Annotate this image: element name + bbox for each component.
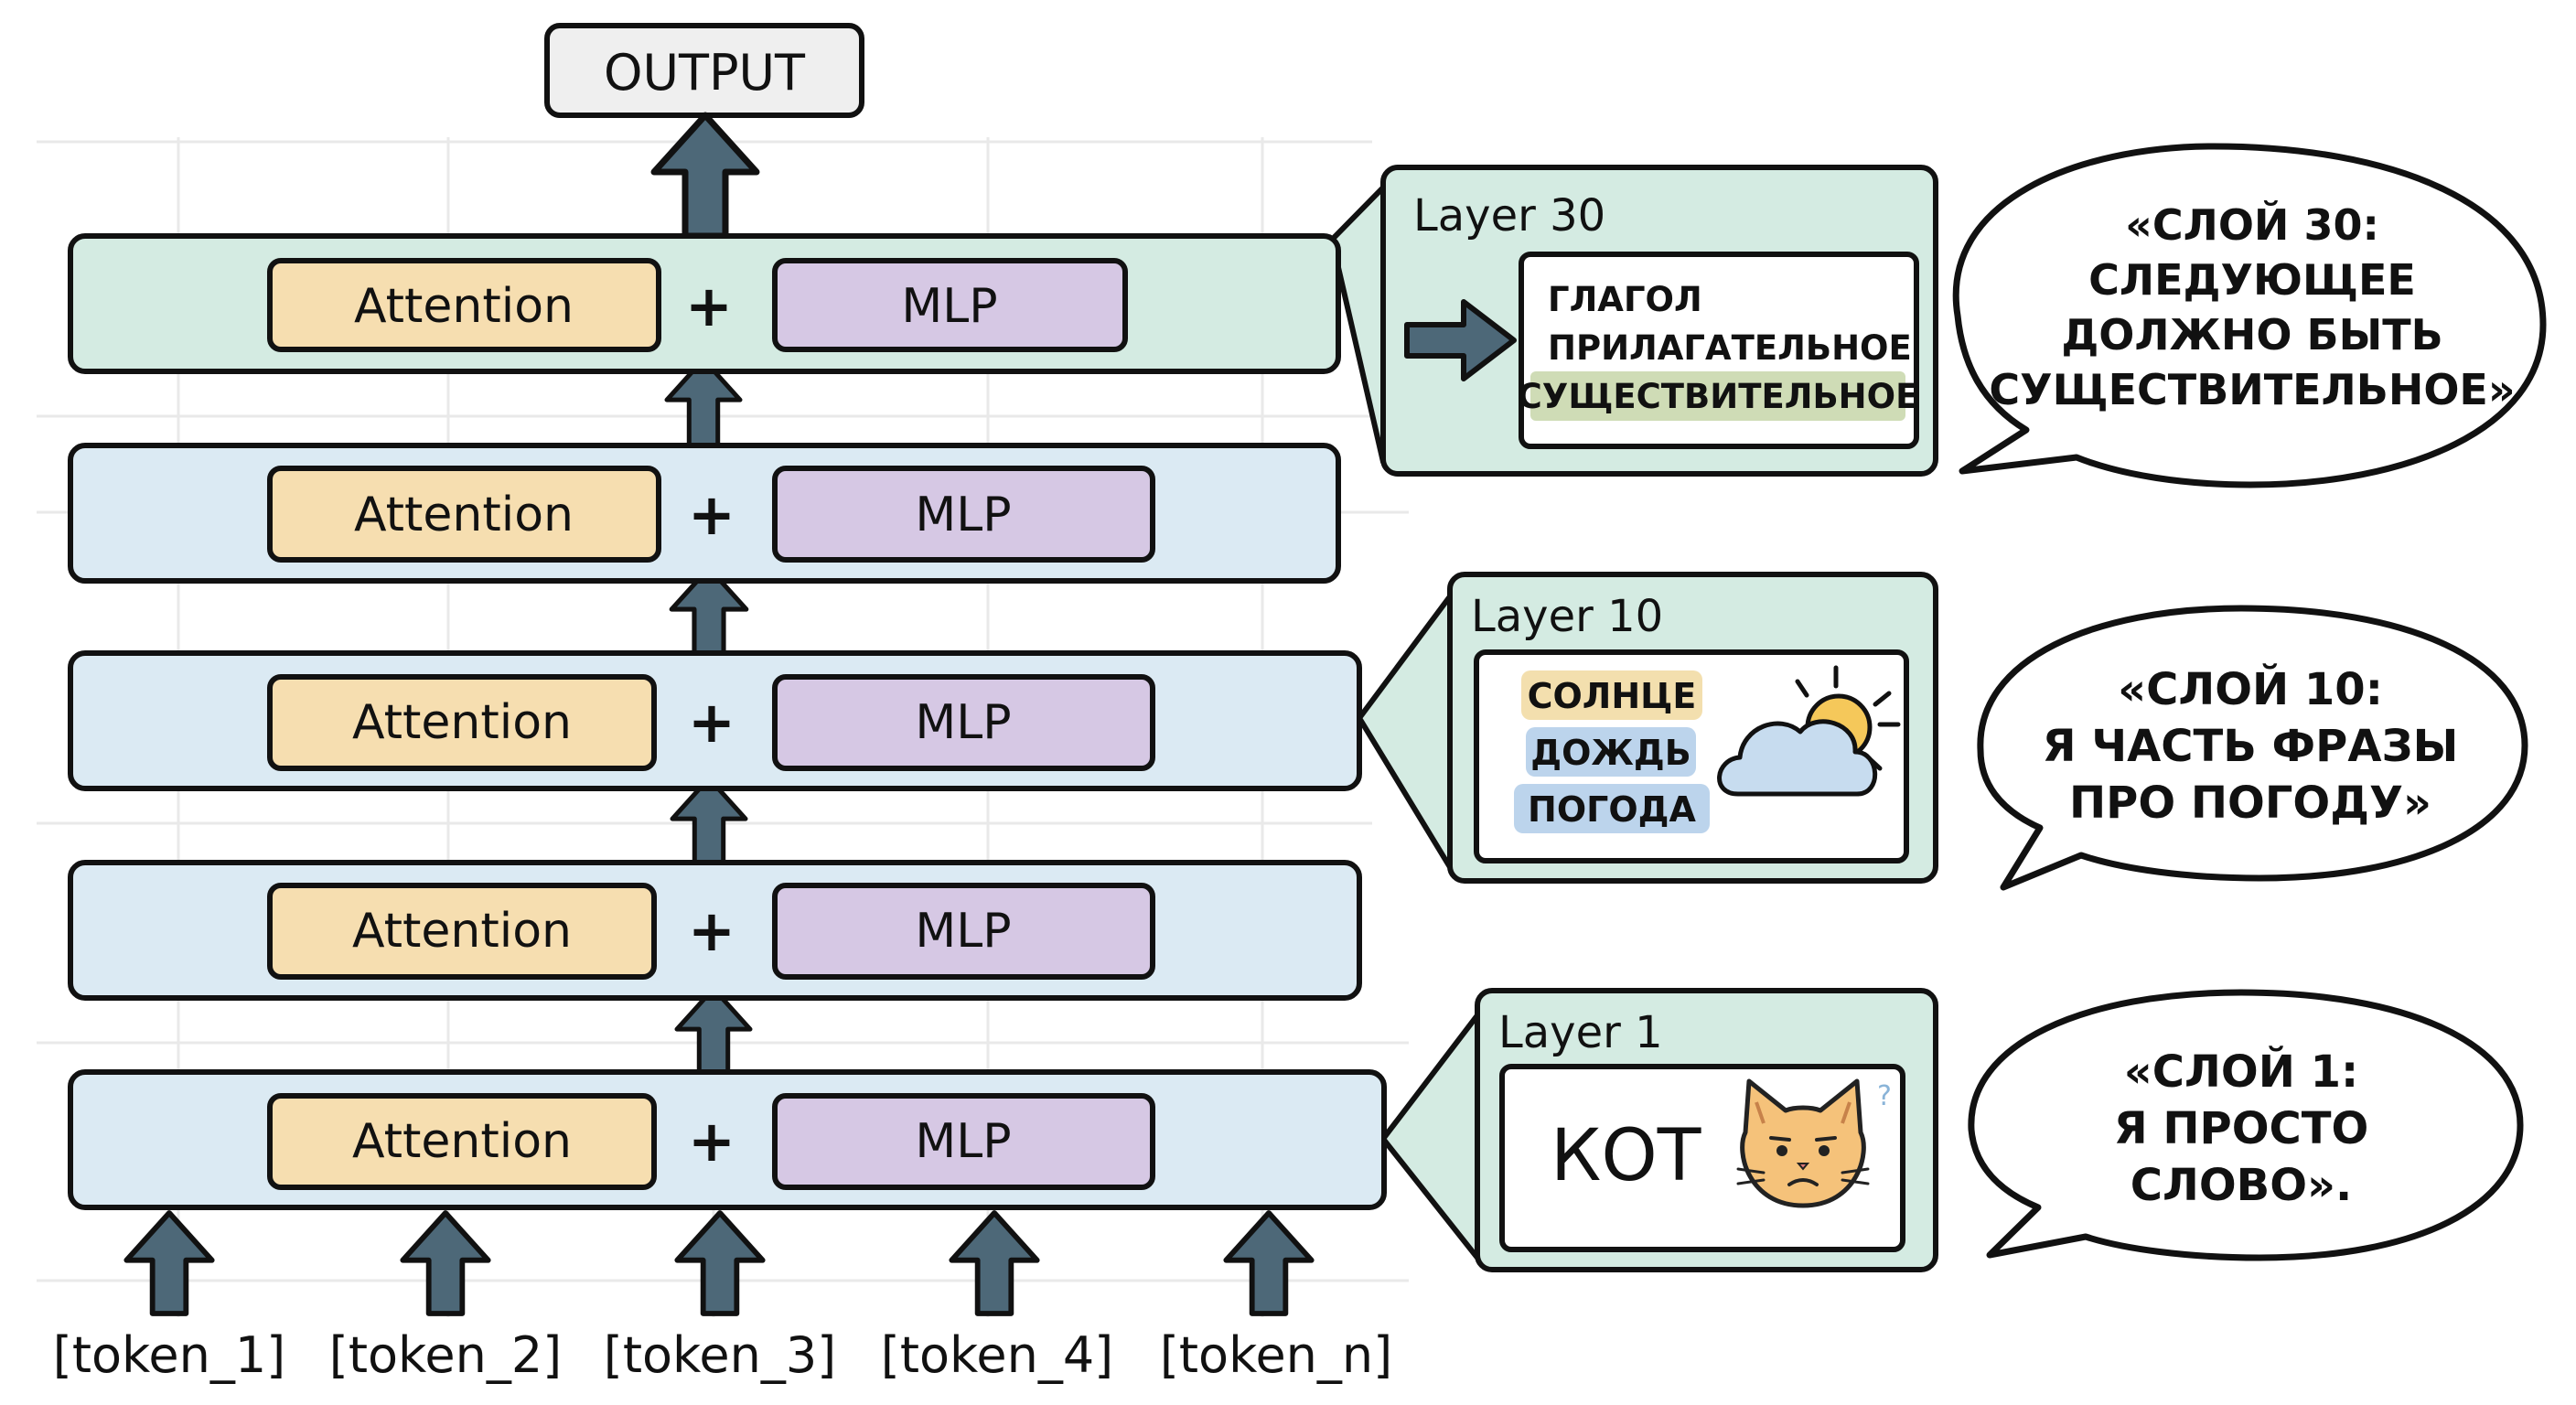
plus-sign: +	[688, 897, 735, 964]
mlp-box	[772, 674, 1155, 771]
attention-label: Attention	[352, 1114, 572, 1169]
word-chip	[1514, 784, 1710, 833]
word-chip	[1526, 727, 1696, 777]
bubble-line: Я ПРОСТО	[2114, 1103, 2369, 1154]
word-noun: СУЩЕСТВИТЕЛЬНОЕ	[1518, 377, 1919, 416]
word-sun: СОЛНЦЕ	[1528, 676, 1697, 716]
word-adjective: ПРИЛАГАТЕЛЬНОЕ	[1548, 328, 1912, 368]
mlp-label: MLP	[915, 488, 1011, 542]
layer-block-30: Attention + MLP	[68, 233, 1341, 374]
layer-block-10: Attention + MLP	[68, 650, 1362, 791]
plus-sign: +	[685, 273, 733, 339]
arrow-up-icon	[677, 989, 750, 1075]
token-label: [token_4]	[881, 1326, 1114, 1384]
panel-title: Layer 10	[1471, 591, 1663, 642]
bubble-line: «СЛОЙ 1:	[2124, 1046, 2358, 1098]
panel-title: Layer 1	[1498, 1007, 1663, 1058]
attention-label: Attention	[354, 279, 574, 334]
mlp-label: MLP	[915, 904, 1011, 959]
mlp-box	[772, 883, 1155, 980]
attention-label: Attention	[352, 904, 572, 959]
bubble-line: СЛЕДУЮЩЕЕ	[2088, 255, 2416, 305]
attention-label: Attention	[352, 695, 572, 750]
mlp-label: MLP	[915, 695, 1011, 750]
output-label: OUTPUT	[604, 44, 806, 102]
arrow-up-icon	[654, 115, 757, 236]
speech-bubble-layer1: «СЛОЙ 1: Я ПРОСТО СЛОВО».	[1968, 989, 2524, 1261]
word-rain: ДОЖДЬ	[1530, 733, 1690, 773]
token-label: [token_n]	[1160, 1326, 1392, 1384]
attention-box	[267, 674, 657, 771]
bubble-line: СЛОВО».	[2131, 1160, 2353, 1211]
bubble-line: ПРО ПОГОДУ»	[2069, 778, 2431, 829]
bubble-line: СУЩЕСТВИТЕЛЬНОЕ»	[1989, 365, 2515, 414]
attention-box	[267, 466, 661, 563]
speech-bubble-layer30: «СЛОЙ 30: СЛЕДУЮЩЕЕ ДОЛЖНО БЫТЬ СУЩЕСТВИ…	[1952, 143, 2547, 488]
arrow-up-icon	[402, 1213, 488, 1314]
arrow-up-icon	[951, 1213, 1036, 1314]
arrow-right-icon	[1404, 299, 1517, 381]
attention-box	[267, 258, 661, 352]
bubble-line: «СЛОЙ 30:	[2125, 200, 2379, 250]
bubble-line: Я ЧАСТЬ ФРАЗЫ	[2043, 721, 2459, 772]
word-verb: ГЛАГОЛ	[1548, 280, 1702, 319]
token-row: [token_1] [token_2] [token_3] [token_4] …	[53, 1326, 1392, 1384]
bubble-line: ДОЛЖНО БЫТЬ	[2061, 310, 2442, 359]
layer30-panel: Layer 30 ГЛАГОЛ ПРИЛАГАТЕЛЬНОЕ СУЩЕСТВИТ…	[1380, 165, 1938, 477]
panel-title: Layer 30	[1413, 190, 1605, 241]
plus-sign: +	[688, 689, 735, 756]
output-node: OUTPUT	[544, 23, 864, 118]
layer-block: Attention + MLP	[68, 443, 1341, 584]
mlp-box	[772, 466, 1155, 563]
plus-sign: +	[688, 481, 735, 548]
layer-block: Attention + MLP	[68, 860, 1362, 1001]
word-chip	[1521, 670, 1702, 720]
token-label: [token_1]	[53, 1326, 286, 1384]
layer10-panel: Layer 10 СОЛНЦЕ ДОЖДЬ ПОГОДА	[1447, 572, 1938, 884]
token-label: [token_3]	[604, 1326, 837, 1384]
token-label: [token_2]	[329, 1326, 563, 1384]
plus-sign: +	[688, 1108, 735, 1174]
layer-block-1: Attention + MLP	[68, 1069, 1387, 1210]
callout-wedge	[1357, 594, 1453, 870]
mlp-box	[772, 258, 1128, 352]
speech-bubble-layer10: «СЛОЙ 10: Я ЧАСТЬ ФРАЗЫ ПРО ПОГОДУ»	[1977, 605, 2528, 891]
mlp-label: MLP	[901, 279, 997, 334]
arrow-up-icon	[126, 1213, 211, 1314]
mlp-label: MLP	[915, 1114, 1011, 1169]
bubble-line: «СЛОЙ 10:	[2118, 663, 2383, 715]
layer1-panel: Layer 1 КОТ ?	[1475, 988, 1938, 1272]
attention-box	[267, 1093, 657, 1190]
mlp-box	[772, 1093, 1155, 1190]
attention-box	[267, 883, 657, 980]
attention-label: Attention	[354, 488, 574, 542]
cat-face-icon	[1736, 1078, 1870, 1208]
word-highlight	[1530, 371, 1905, 421]
word-cat: КОТ	[1551, 1115, 1701, 1197]
arrow-up-icon	[677, 1213, 762, 1314]
question-mark-icon: ?	[1877, 1080, 1892, 1112]
callout-wedge	[1380, 1013, 1480, 1260]
arrow-up-icon	[1226, 1213, 1311, 1314]
word-weather: ПОГОДА	[1528, 789, 1696, 830]
cloud-sun-icon	[1717, 665, 1901, 797]
